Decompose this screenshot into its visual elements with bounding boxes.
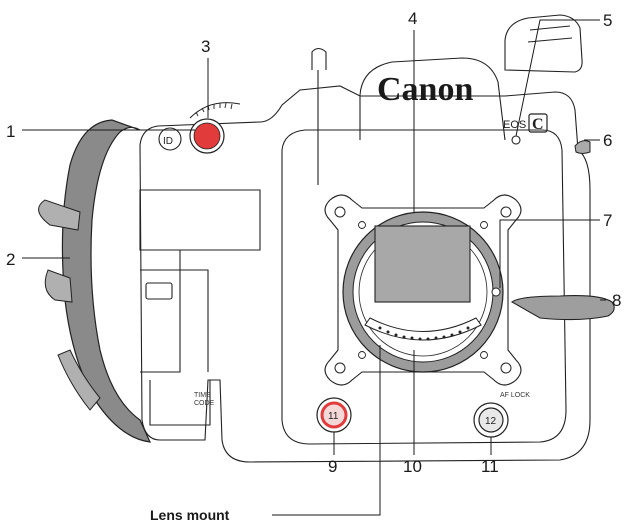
callout-labels: 1 2 3 4 5 6 7 8 9 10 11 Lens mount	[6, 9, 621, 523]
model-badge: EOS	[503, 119, 526, 131]
svg-text:C: C	[532, 116, 544, 133]
callout-7: 7	[603, 211, 612, 230]
callout-3: 3	[201, 37, 210, 56]
brand-logo: Canon	[377, 71, 473, 108]
callout-9: 9	[328, 457, 337, 476]
af-lock-button[interactable]	[478, 407, 504, 433]
strap-mount	[574, 140, 591, 154]
callout-8: 8	[612, 291, 621, 310]
callout-1: 1	[6, 122, 15, 141]
button-number: 12	[485, 416, 497, 427]
lens-lock-lever[interactable]	[510, 295, 615, 321]
rec-button[interactable]	[193, 122, 221, 150]
camera-body: TIME CODE ID Canon EOS C	[38, 14, 615, 463]
callout-4: 4	[408, 9, 417, 28]
lens-mount-label: Lens mount	[150, 507, 230, 523]
timecode-caption: TIME	[194, 392, 211, 399]
callout-2: 2	[6, 250, 15, 269]
lens-index-mark	[491, 287, 501, 297]
button-number: 11	[328, 411, 339, 422]
callout-6: 6	[603, 131, 612, 150]
leader-lines	[22, 19, 606, 516]
assignable-button-11[interactable]	[320, 401, 348, 429]
id-button[interactable]	[158, 127, 182, 151]
lens-mount	[324, 194, 522, 386]
timecode-caption: CODE	[194, 400, 215, 407]
callout-5: 5	[603, 11, 612, 30]
svg-text:ID: ID	[163, 136, 173, 147]
af-lock-caption: AF LOCK	[500, 392, 530, 399]
callout-10: 10	[403, 457, 422, 476]
callout-11: 11	[481, 457, 499, 476]
hand-strap	[61, 119, 151, 443]
tally-lamp	[511, 135, 521, 145]
image-sensor	[374, 225, 471, 303]
